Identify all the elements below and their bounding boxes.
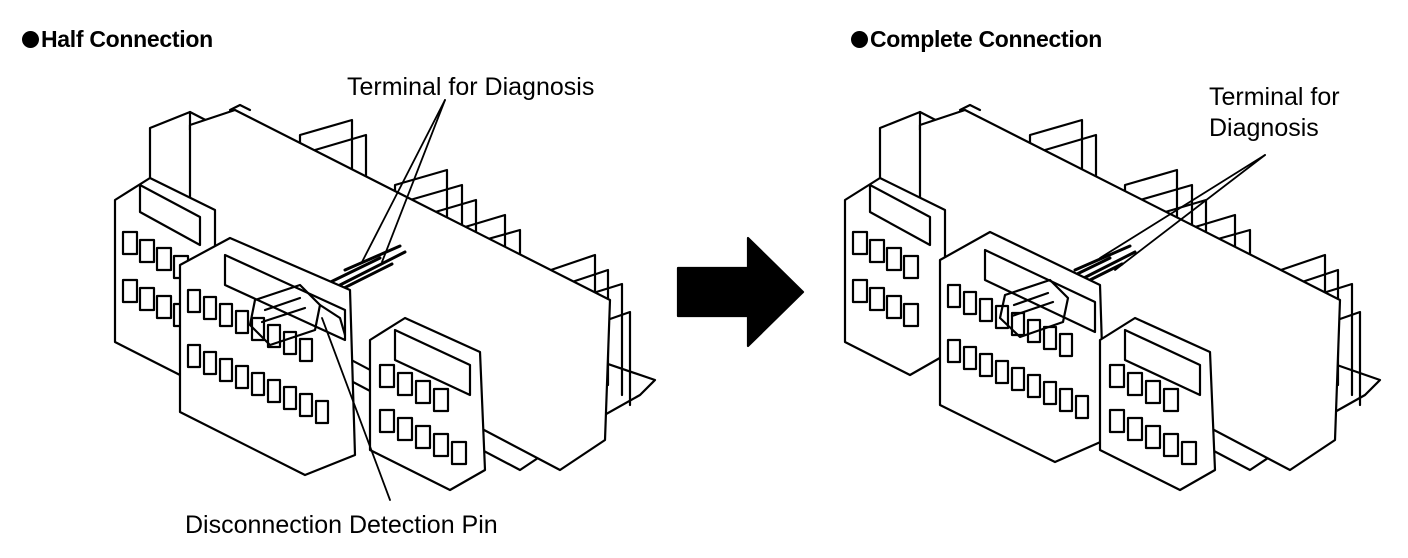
right-arrow-icon (676, 236, 805, 348)
complete-connection-heading: Complete Connection (851, 26, 1102, 53)
complete-connection-heading-text: Complete Connection (870, 26, 1102, 52)
left-terminal-label: Terminal for Diagnosis (347, 73, 595, 101)
half-connection-leader-lines (321, 99, 446, 501)
right-terminal-label-line2: Diagnosis (1209, 114, 1319, 142)
disconnection-pin-label: Disconnection Detection Pin (185, 511, 498, 539)
bullet-icon (22, 31, 39, 48)
complete-connection-leader-lines (1099, 154, 1266, 271)
right-terminal-label-line1: Terminal for (1209, 83, 1340, 111)
complete-connection-connector (843, 103, 1382, 492)
half-connection-heading-text: Half Connection (41, 26, 213, 52)
bullet-icon (851, 31, 868, 48)
half-connection-heading: Half Connection (22, 26, 213, 53)
half-connection-connector (113, 99, 657, 501)
